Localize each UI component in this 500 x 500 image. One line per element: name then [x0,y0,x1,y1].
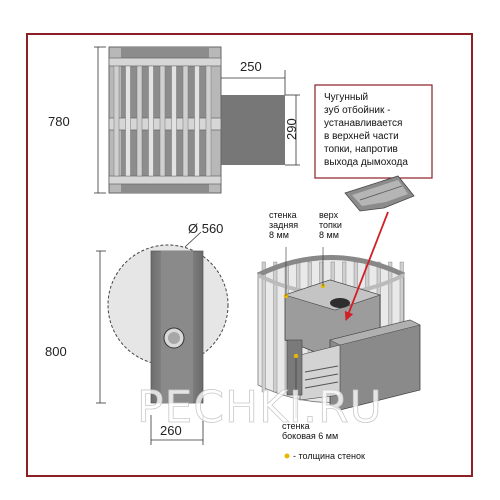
grille-bar [182,65,189,177]
grille-bar [125,65,131,177]
side-wall-label-1: стенка [282,421,310,431]
watermark: PECHKI.RU [137,382,383,433]
grate-line [304,365,339,373]
loading-tunnel-top [329,319,421,346]
side-wall [286,339,303,396]
cast-iron-tooth-illustration [344,175,415,212]
grille-bar [136,65,143,177]
back-wall-label-3: 8 мм [269,230,289,240]
cutaway-3d-view [256,211,421,418]
cylinder-bar [273,261,278,393]
dim-290-label: 290 [284,118,299,140]
side-wall-label-2: боковая 6 мм [282,431,338,441]
top-ring [256,255,406,278]
dim-260-label: 260 [160,423,182,438]
grille-bar [205,65,212,177]
legend-label: - толщина стенок [293,451,365,461]
cylinder-bar [261,261,266,393]
callout-line-2: зуб отбойник - [324,104,390,116]
top-wall-label-1: верх [319,210,339,220]
callout-line-1: Чугунный [324,92,368,103]
top-wall-label-2: топки [319,220,342,230]
callout-line-6: выхода дымохода [324,157,408,168]
back-wall-label-2: задняя [269,220,298,230]
callout-line-5: топки, напротив [324,144,398,155]
grille-bar [194,65,200,177]
grille-bar [171,65,177,177]
callout-line-4: в верхней части [324,131,399,142]
firebox-top [284,279,381,311]
dim-780-label: 780 [48,114,70,129]
callout-line-3: устанавливается [324,118,402,129]
flue-inner [168,332,180,344]
grille-bar [159,65,166,177]
callout-arrow [344,211,389,321]
back-wall-label-1: стенка [269,210,297,220]
plan-view: Ø 560 800 260 [45,221,229,445]
flue-pipe-opening [330,298,350,308]
firebox-inner [161,251,193,403]
thickness-dot [293,353,299,359]
grate-line [304,373,339,381]
grille-bars [113,65,212,177]
legend-dot [284,453,290,459]
diameter-leader [184,231,202,248]
top-elevation-view: 780 250 290 [48,46,300,194]
callout-border [314,84,433,179]
dim-800-label: 800 [45,344,67,359]
top-wall-label-3: 8 мм [319,230,339,240]
dim-250-label: 250 [240,59,262,74]
grille-bar [148,65,154,177]
callout-box: Чугунный зуб отбойник - устанавливается … [314,84,433,179]
grate-line [304,381,339,389]
top-band [108,57,222,67]
bottom-band [108,175,222,185]
diameter-label: Ø 560 [188,221,223,236]
grille-bar [113,65,120,177]
